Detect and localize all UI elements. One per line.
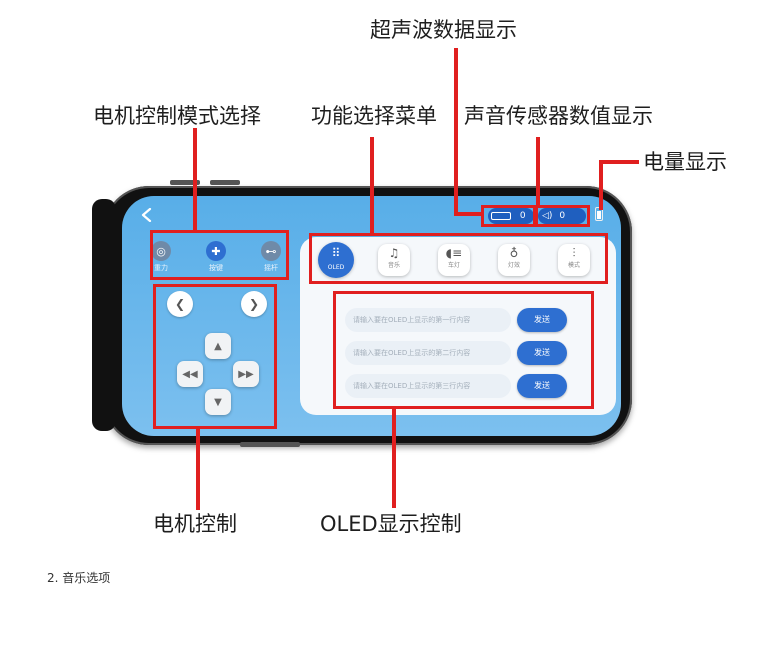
battery-callout: 电量显示 xyxy=(643,150,727,174)
ultrasonic-icon xyxy=(491,211,511,220)
tab-label: 灯效 xyxy=(507,262,520,269)
gravity-icon: ◎ xyxy=(151,241,171,261)
backward-button[interactable]: ▼ xyxy=(205,389,231,415)
sliders-icon: ⫶ xyxy=(572,246,576,260)
motor-control-highlight xyxy=(153,284,277,429)
function-menu-leader xyxy=(370,137,374,235)
motor-control-callout: 电机控制 xyxy=(153,512,237,536)
rotate-left-button[interactable]: ❮ xyxy=(167,291,193,317)
back-arrow-icon[interactable] xyxy=(140,208,154,222)
gamepad-icon: ⊷ xyxy=(261,241,281,261)
motor-mode-callout: 电机控制模式选择 xyxy=(93,104,261,128)
send-line-2-button[interactable]: 发送 xyxy=(517,341,567,365)
section-caption: 2. 音乐选项 xyxy=(47,571,111,585)
ultrasonic-leader-v xyxy=(454,48,458,216)
battery-leader-h xyxy=(599,160,639,164)
speaker-icon: ◁) xyxy=(542,211,553,221)
oled-control-highlight xyxy=(333,291,594,409)
tab-oled[interactable]: ⠿ OLED xyxy=(318,242,354,278)
forward-button[interactable]: ▲ xyxy=(205,333,231,359)
right-button[interactable]: ▶▶ xyxy=(233,361,259,387)
send-line-3-button[interactable]: 发送 xyxy=(517,374,567,398)
oled-line-3-input[interactable]: 请输入要在OLED上显示的第三行内容 xyxy=(345,374,511,398)
send-line-1-button[interactable]: 发送 xyxy=(517,308,567,332)
dpad-icon: ✚ xyxy=(206,241,226,261)
ultrasonic-value: 0 xyxy=(519,211,526,221)
tab-music[interactable]: ♫ 音乐 xyxy=(378,244,410,276)
phone-side-button xyxy=(170,180,200,185)
motor-control-leader xyxy=(196,428,200,510)
tab-label: 车灯 xyxy=(447,262,460,269)
headlight-icon: ◖≡ xyxy=(445,246,463,260)
oled-control-callout: OLED显示控制 xyxy=(320,512,462,536)
ultrasonic-status: 0 xyxy=(488,208,534,224)
ultrasonic-callout: 超声波数据显示 xyxy=(370,18,517,42)
function-menu-callout: 功能选择菜单 xyxy=(311,104,437,128)
mode-label: 按键 xyxy=(209,264,223,272)
tab-label: OLED xyxy=(327,264,345,271)
phone-side-button xyxy=(210,180,240,185)
tab-headlight[interactable]: ◖≡ 车灯 xyxy=(438,244,470,276)
ultrasonic-highlight xyxy=(481,205,538,227)
oled-control-leader xyxy=(392,408,396,508)
tab-label: 音乐 xyxy=(387,262,400,269)
phone-notch xyxy=(92,199,116,431)
mode-select-highlight xyxy=(150,230,289,280)
mode-label: 摇杆 xyxy=(264,264,278,272)
sound-leader xyxy=(536,137,540,207)
tab-mode[interactable]: ⫶ 模式 xyxy=(558,244,590,276)
mode-label: 重力 xyxy=(154,264,168,272)
sound-highlight xyxy=(533,205,590,227)
sound-sensor-callout: 声音传感器数值显示 xyxy=(464,104,653,128)
grid-icon: ⠿ xyxy=(331,246,341,260)
tab-light-effect[interactable]: ♁ 灯效 xyxy=(498,244,530,276)
phone-side-button xyxy=(240,442,300,447)
ultrasonic-leader-h xyxy=(454,212,483,216)
mode-buttons[interactable]: ✚ 按键 xyxy=(196,241,236,273)
left-button[interactable]: ◀◀ xyxy=(177,361,203,387)
rotate-right-button[interactable]: ❯ xyxy=(241,291,267,317)
oled-line-1-input[interactable]: 请输入要在OLED上显示的第一行内容 xyxy=(345,308,511,332)
battery-leader-v xyxy=(599,160,603,210)
sound-status: ◁) 0 xyxy=(538,208,586,224)
tab-label: 模式 xyxy=(567,262,580,269)
oled-line-2-input[interactable]: 请输入要在OLED上显示的第二行内容 xyxy=(345,341,511,365)
mode-gravity[interactable]: ◎ 重力 xyxy=(141,241,181,273)
mode-joystick[interactable]: ⊷ 摇杆 xyxy=(251,241,291,273)
sound-value: 0 xyxy=(559,211,566,221)
bulb-icon: ♁ xyxy=(509,246,519,260)
motor-mode-leader xyxy=(193,128,197,232)
music-note-icon: ♫ xyxy=(388,246,400,260)
function-menu-highlight xyxy=(309,233,608,284)
